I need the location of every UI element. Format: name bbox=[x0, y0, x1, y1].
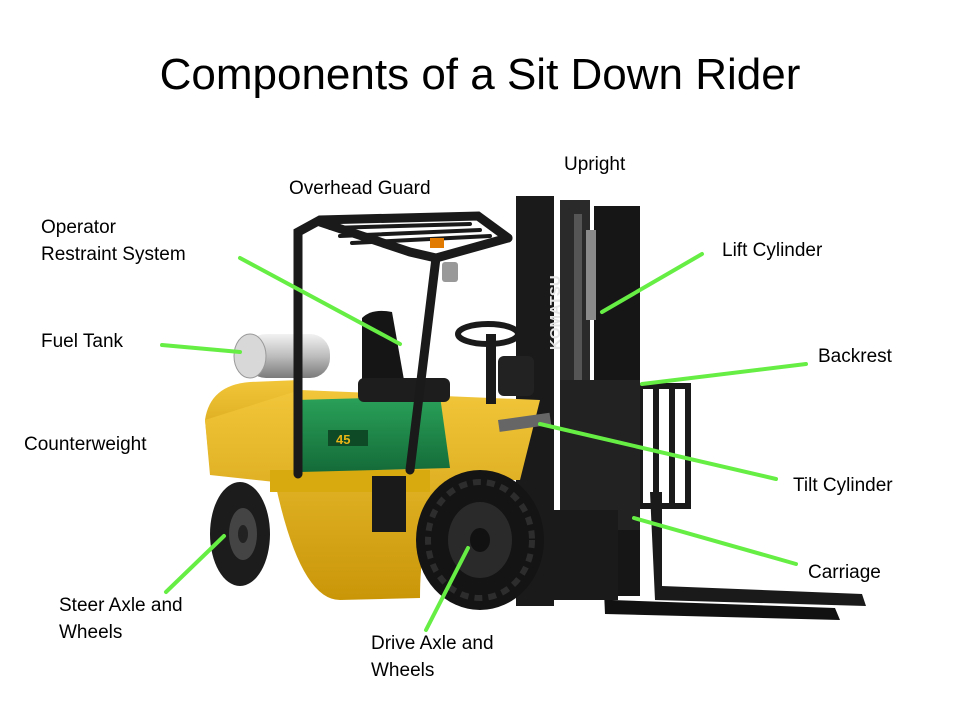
label-steer-axle-line2: Wheels bbox=[59, 622, 123, 643]
work-light bbox=[442, 262, 458, 282]
forklift-illustration: KOMATSU 45 bbox=[205, 196, 866, 620]
leader-carriage bbox=[632, 516, 798, 566]
label-operator-restraint-line2: Restraint System bbox=[41, 244, 186, 265]
label-fuel-tank: Fuel Tank bbox=[41, 331, 124, 352]
label-operator-restraint: Operator Restraint System bbox=[41, 214, 186, 268]
label-operator-restraint-line1: Operator bbox=[41, 217, 116, 238]
label-carriage: Carriage bbox=[808, 562, 881, 583]
label-overhead-guard: Overhead Guard bbox=[289, 178, 431, 199]
leader-lines bbox=[160, 252, 808, 632]
leader-tilt-cylinder bbox=[538, 422, 778, 481]
overhead-guard bbox=[293, 211, 513, 479]
label-steer-axle-line1: Steer Axle and bbox=[59, 595, 183, 616]
leader-fuel-tank bbox=[160, 343, 242, 354]
label-tilt-cylinder: Tilt Cylinder bbox=[793, 475, 893, 496]
operator-seat bbox=[358, 310, 450, 402]
label-backrest: Backrest bbox=[818, 346, 892, 367]
label-steer-axle: Steer Axle and Wheels bbox=[59, 592, 183, 646]
label-upright: Upright bbox=[564, 154, 626, 175]
steering-wheel bbox=[455, 321, 534, 404]
fuel-tank bbox=[233, 333, 330, 379]
upright-mast: KOMATSU bbox=[516, 196, 640, 606]
label-lift-cylinder: Lift Cylinder bbox=[722, 240, 823, 261]
counterweight-body bbox=[205, 380, 540, 600]
leader-backrest bbox=[640, 362, 808, 386]
tilt-cylinder-part bbox=[497, 412, 552, 432]
leader-operator-restraint bbox=[238, 256, 402, 346]
label-drive-axle: Drive Axle and Wheels bbox=[371, 630, 494, 684]
steer-wheel bbox=[210, 482, 270, 586]
leader-lift-cylinder bbox=[600, 252, 704, 314]
forks bbox=[600, 492, 866, 620]
warning-light bbox=[430, 238, 444, 248]
leader-drive-axle bbox=[424, 546, 470, 632]
label-counterweight: Counterweight bbox=[24, 434, 147, 455]
mast-brand-text: KOMATSU bbox=[547, 275, 564, 350]
model-badge: 45 bbox=[336, 432, 350, 447]
label-drive-axle-line2: Wheels bbox=[371, 660, 435, 681]
engine-hood: 45 bbox=[296, 396, 450, 472]
backrest bbox=[637, 383, 691, 509]
label-drive-axle-line1: Drive Axle and bbox=[371, 633, 494, 654]
page-title: Components of a Sit Down Rider bbox=[159, 50, 801, 99]
leader-steer-axle bbox=[164, 534, 226, 594]
drive-wheel bbox=[416, 470, 544, 610]
